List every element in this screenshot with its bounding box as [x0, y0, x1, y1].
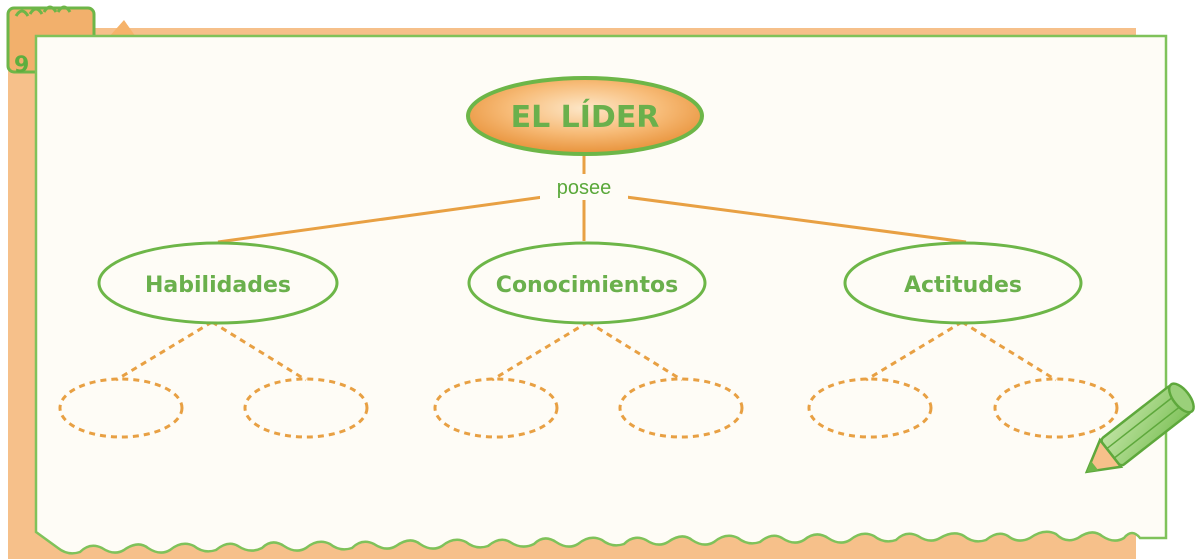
label-to-left-line — [217, 195, 544, 244]
dotted-line — [491, 320, 589, 382]
blank-node[interactable] — [993, 377, 1119, 439]
root-label: EL LÍDER — [511, 99, 660, 135]
solid-connectors — [217, 153, 967, 244]
dotted-connectors — [115, 320, 1057, 382]
blank-node[interactable] — [618, 377, 744, 439]
blank-node[interactable] — [243, 377, 369, 439]
dotted-line — [865, 320, 963, 382]
label-to-right-line — [625, 195, 967, 244]
dotted-line — [587, 320, 683, 382]
blank-node[interactable] — [433, 377, 559, 439]
blank-node[interactable] — [58, 377, 184, 439]
child-label: Conocimientos — [496, 273, 678, 298]
child-label: Habilidades — [145, 273, 291, 298]
child-node-habilidades: Habilidades — [97, 241, 339, 325]
blank-node[interactable] — [807, 377, 933, 439]
root-node: EL LÍDER — [466, 76, 704, 156]
child-node-conocimientos: Conocimientos — [467, 241, 707, 325]
child-label: Actitudes — [904, 273, 1022, 298]
connector-label: posee — [557, 177, 612, 199]
notebook-number-icon: 9 — [14, 53, 29, 78]
child-node-actitudes: Actitudes — [843, 241, 1083, 325]
dotted-line — [961, 320, 1057, 382]
connector-label-group: posee — [540, 174, 628, 200]
spiral-rings-icon — [14, 5, 72, 17]
dotted-line — [211, 320, 307, 382]
dotted-line — [115, 320, 213, 382]
blank-nodes — [58, 377, 1119, 439]
pencil-icon — [1084, 382, 1195, 474]
